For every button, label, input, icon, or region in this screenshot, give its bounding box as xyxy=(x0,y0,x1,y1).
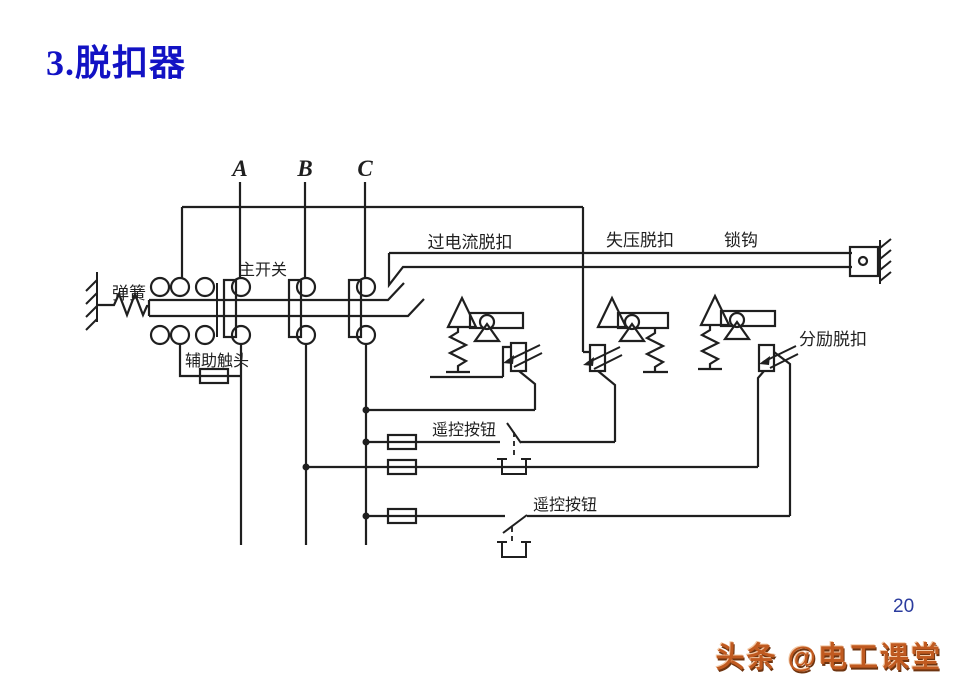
overcurrent-release xyxy=(430,295,543,410)
main-switch-label: 主开关 xyxy=(239,261,287,279)
control-wiring xyxy=(302,406,790,558)
phase-a-label: A xyxy=(230,156,247,181)
main-switch xyxy=(147,276,425,346)
spring-label: 弹簧 xyxy=(112,284,146,303)
spring-anchor-wall xyxy=(85,272,149,331)
overcurrent-trip-label: 过电流脱扣 xyxy=(428,233,513,252)
watermark: 头条 @电工课堂 xyxy=(715,642,942,674)
undervoltage-trip-label: 失压脱扣 xyxy=(606,231,674,250)
aux-contact-label: 辅助触头 xyxy=(185,352,249,370)
shunt-trip-label: 分励脱扣 xyxy=(799,330,867,349)
page-number: 20 xyxy=(893,596,915,617)
aux-contact-branch xyxy=(178,344,241,385)
undervoltage-release xyxy=(583,295,670,442)
trip-bar-latch xyxy=(387,238,892,289)
phase-c-label: C xyxy=(357,156,373,181)
page-title: 3.脱扣器 xyxy=(46,43,187,83)
phase-b-label: B xyxy=(296,156,312,181)
remote-button-top-label: 遥控按钮 xyxy=(432,421,496,439)
shunt-release xyxy=(698,293,799,516)
remote-button-bottom-label: 遥控按钮 xyxy=(533,496,597,514)
latch-hook-label: 锁钩 xyxy=(724,231,758,250)
